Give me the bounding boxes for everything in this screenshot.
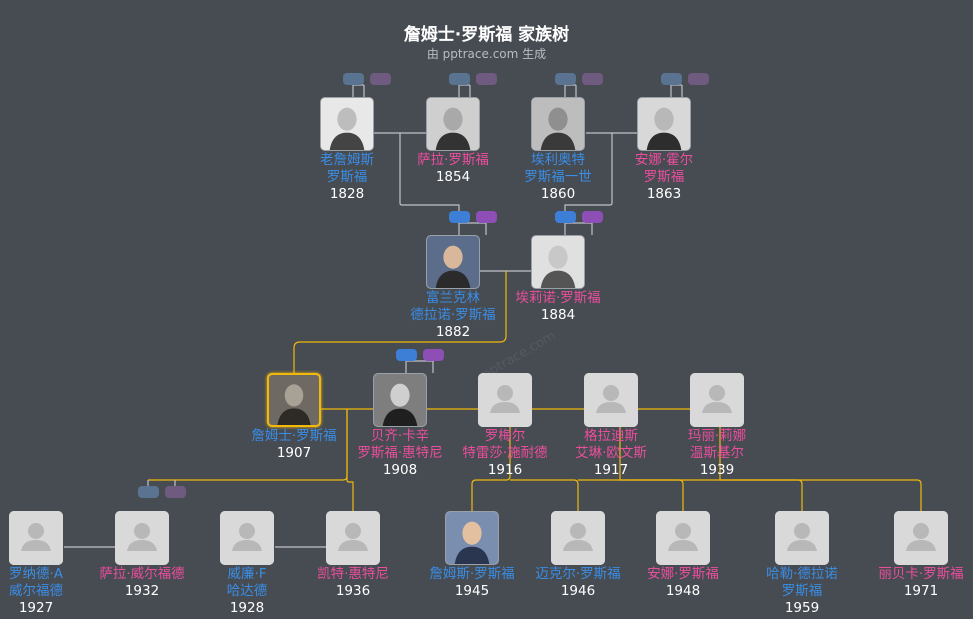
person-name: 罗斯福·惠特尼 [357, 445, 443, 461]
descent-line [719, 409, 922, 511]
person-name: 格拉迪斯 [584, 428, 638, 444]
person-name: 凯特·惠特尼 [317, 566, 389, 582]
person-name: 威尔福德 [9, 583, 63, 599]
person-name: 罗斯福 [643, 169, 685, 185]
person-birth-year: 1916 [487, 462, 523, 478]
person-name: 埃莉诺·罗斯福 [515, 290, 601, 306]
person-birth-year: 1959 [784, 600, 820, 616]
descent-line [578, 479, 684, 511]
descent-line [510, 479, 579, 511]
person-name: 詹姆斯·罗斯福 [429, 566, 515, 582]
person-birth-year: 1948 [665, 583, 701, 599]
person-placeholder-icon[interactable] [115, 511, 169, 565]
person-placeholder-icon[interactable] [326, 511, 380, 565]
person-placeholder-icon[interactable] [478, 373, 532, 427]
person-name: 安娜·霍尔 [634, 152, 694, 168]
person-birth-year: 1945 [454, 583, 490, 599]
person-birth-year: 1884 [540, 307, 576, 323]
person-name: 罗斯福一世 [524, 169, 592, 185]
person-photo[interactable] [426, 235, 480, 289]
descent-line [399, 133, 460, 223]
person-birth-year: 1971 [903, 583, 939, 599]
person-name: 埃利奥特 [531, 152, 585, 168]
show-father-button[interactable] [449, 211, 470, 223]
person-birth-year: 1927 [18, 600, 54, 616]
person-placeholder-icon[interactable] [9, 511, 63, 565]
person-photo[interactable] [373, 373, 427, 427]
show-mother-button[interactable] [476, 73, 497, 85]
person-birth-year: 1863 [646, 186, 682, 202]
person-photo[interactable] [426, 97, 480, 151]
person-birth-year: 1928 [229, 600, 265, 616]
page-title: 詹姆士·罗斯福 家族树 [403, 25, 570, 45]
person-name: 德拉诺·罗斯福 [410, 307, 496, 323]
show-father-button[interactable] [343, 73, 364, 85]
person-placeholder-icon[interactable] [894, 511, 948, 565]
person-placeholder-icon[interactable] [551, 511, 605, 565]
person-photo[interactable] [531, 235, 585, 289]
person-name: 艾琳·欧文斯 [575, 445, 647, 461]
person-name: 安娜·罗斯福 [647, 566, 719, 582]
show-father-button[interactable] [138, 486, 159, 498]
person-name: 迈克尔·罗斯福 [535, 566, 621, 582]
descent-line [564, 133, 613, 223]
show-mother-button[interactable] [582, 211, 603, 223]
person-name: 丽贝卡·罗斯福 [878, 566, 964, 582]
person-birth-year: 1932 [124, 583, 160, 599]
person-name: 威廉·F [227, 566, 267, 582]
show-father-button[interactable] [396, 349, 417, 361]
person-name: 贝齐·卡辛 [370, 428, 430, 444]
person-placeholder-icon[interactable] [656, 511, 710, 565]
person-birth-year: 1860 [540, 186, 576, 202]
person-name: 哈勒·德拉诺 [766, 566, 838, 582]
person-birth-year: 1907 [276, 445, 312, 461]
show-mother-button[interactable] [165, 486, 186, 498]
show-father-button[interactable] [449, 73, 470, 85]
person-name: 玛丽·莉娜 [687, 428, 747, 444]
person-name: 罗斯福 [781, 583, 823, 599]
person-name: 萨拉·威尔福德 [99, 566, 185, 582]
person-name: 詹姆士·罗斯福 [251, 428, 337, 444]
person-placeholder-icon[interactable] [690, 373, 744, 427]
person-name: 萨拉·罗斯福 [417, 152, 489, 168]
person-photo[interactable] [445, 511, 499, 565]
person-name: 特雷莎·施耐德 [462, 445, 548, 461]
show-mother-button[interactable] [370, 73, 391, 85]
show-father-button[interactable] [555, 211, 576, 223]
show-mother-button[interactable] [582, 73, 603, 85]
show-mother-button[interactable] [688, 73, 709, 85]
person-birth-year: 1854 [435, 169, 471, 185]
person-birth-year: 1946 [560, 583, 596, 599]
person-name: 罗梅尔 [484, 428, 526, 444]
person-name: 罗纳德·A [8, 566, 64, 582]
person-birth-year: 1939 [699, 462, 735, 478]
person-photo[interactable] [531, 97, 585, 151]
person-photo[interactable] [267, 373, 321, 427]
person-name: 老詹姆斯 [320, 152, 374, 168]
person-birth-year: 1917 [593, 462, 629, 478]
page-subtitle: 由 pptrace.com 生成 [426, 47, 547, 61]
person-birth-year: 1882 [435, 324, 471, 340]
person-placeholder-icon[interactable] [775, 511, 829, 565]
person-photo[interactable] [320, 97, 374, 151]
person-birth-year: 1828 [329, 186, 365, 202]
descent-line [346, 409, 354, 511]
person-placeholder-icon[interactable] [584, 373, 638, 427]
person-name: 哈达德 [226, 583, 268, 599]
person-name: 罗斯福 [326, 169, 368, 185]
show-father-button[interactable] [661, 73, 682, 85]
descent-line [293, 271, 507, 373]
person-name: 富兰克林 [426, 290, 480, 306]
descent-line [471, 409, 511, 511]
person-name: 温斯基尔 [690, 445, 744, 461]
person-birth-year: 1908 [382, 462, 418, 478]
show-mother-button[interactable] [423, 349, 444, 361]
show-father-button[interactable] [555, 73, 576, 85]
person-birth-year: 1936 [335, 583, 371, 599]
person-photo[interactable] [637, 97, 691, 151]
show-mother-button[interactable] [476, 211, 497, 223]
person-placeholder-icon[interactable] [220, 511, 274, 565]
